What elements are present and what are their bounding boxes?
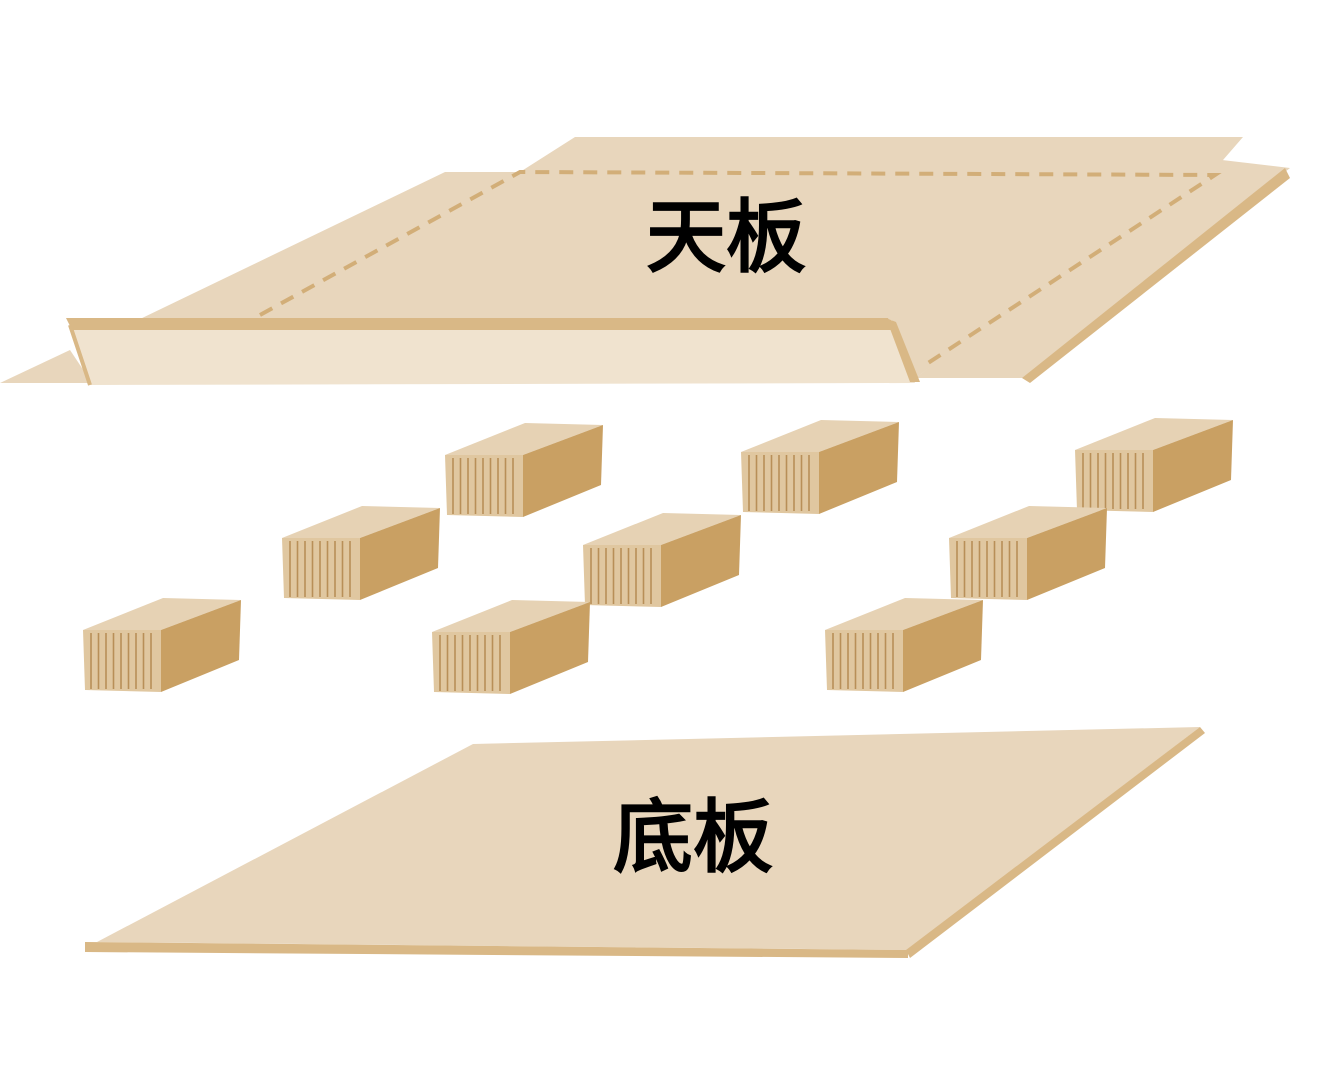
top-board-dashed-line	[259, 169, 1222, 367]
bottom-board-front-edge	[85, 942, 908, 958]
block-front-face	[83, 630, 161, 692]
top-board-right-lip	[915, 160, 1290, 378]
block-side-face	[903, 600, 983, 692]
block-front-face	[583, 545, 661, 607]
block-side-face	[523, 425, 603, 517]
block	[949, 506, 1107, 600]
block-front-face	[949, 538, 1027, 600]
block-front-face	[1075, 450, 1153, 512]
block-side-face	[510, 602, 590, 694]
top-board-side-edge	[886, 318, 920, 382]
blocks-group	[83, 418, 1233, 694]
bottom-board-side-edge	[906, 727, 1205, 958]
bottom-board-label: 底板	[613, 791, 773, 884]
bottom-board: 底板	[85, 727, 1205, 958]
block	[583, 513, 741, 607]
block-top-face	[825, 598, 983, 630]
block-front-face	[741, 452, 819, 514]
top-board-face	[138, 137, 1243, 378]
block-side-face	[161, 600, 241, 692]
top-board-right-lip-edge	[1022, 168, 1290, 383]
top-board-label: 天板	[646, 191, 806, 284]
block-top-face	[949, 506, 1107, 538]
top-board-left-edge	[68, 324, 92, 386]
block-front-face	[432, 632, 510, 694]
block-top-face	[445, 423, 603, 455]
block-front-face	[282, 538, 360, 600]
block-front-face	[825, 630, 903, 692]
block	[282, 506, 440, 600]
block-side-face	[1153, 420, 1233, 512]
block-side-face	[1027, 508, 1107, 600]
top-board-edge	[66, 318, 892, 330]
block-side-face	[661, 515, 741, 607]
block-top-face	[282, 506, 440, 538]
block-side-face	[360, 508, 440, 600]
block-side-face	[819, 422, 899, 514]
top-board: 天板	[0, 137, 1290, 386]
block-top-face	[83, 598, 241, 630]
block-top-face	[1075, 418, 1233, 450]
block	[83, 598, 241, 692]
block	[741, 420, 899, 514]
block-top-face	[432, 600, 590, 632]
block-top-face	[583, 513, 741, 545]
block	[1075, 418, 1233, 512]
bottom-board-face	[97, 727, 1200, 950]
block	[432, 600, 590, 694]
block-front-face	[445, 455, 523, 517]
top-board-front	[70, 325, 915, 385]
top-board-left-flap	[0, 350, 92, 383]
block-top-face	[741, 420, 899, 452]
block	[445, 423, 603, 517]
block	[825, 598, 983, 692]
